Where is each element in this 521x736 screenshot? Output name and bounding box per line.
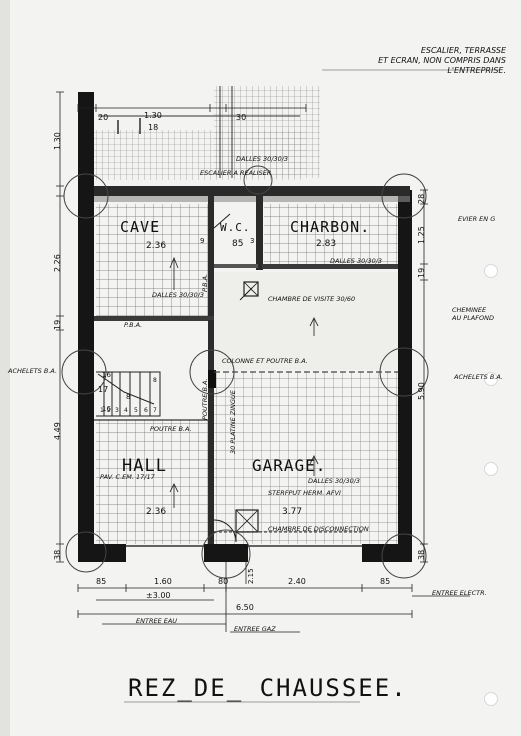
binder-hole — [484, 692, 498, 706]
dim-right-3: 19 — [417, 267, 426, 278]
header-note: ESCALIER, TERRASSE ET ECRAN, NON COMPRIS… — [378, 46, 506, 75]
stair-top-dim: 16 — [102, 371, 111, 379]
dim-left-2: 2.26 — [53, 254, 62, 272]
dim-right-5: 38 — [417, 549, 426, 560]
dim-bottom-sub: ±3.00 — [146, 591, 171, 600]
dim-bottom-2: 1.60 — [154, 577, 172, 586]
room-charbon-label: CHARBON. — [290, 218, 371, 236]
dim-left-4: 4.49 — [53, 422, 62, 440]
dim-top-2: 18 — [148, 123, 159, 132]
note-dalles-charbon: DALLES 30/30/3 — [330, 257, 383, 265]
room-garage-area: 3.77 — [282, 507, 303, 517]
note-poutre-ba: POUTRE B.A. — [150, 425, 192, 433]
note-dalles-cave: DALLES 30/30/3 — [152, 291, 205, 299]
stair-step: 4 — [124, 407, 128, 414]
room-hall-area: 2.36 — [146, 507, 167, 517]
stair-step: 2 — [107, 407, 111, 414]
note-achelets-left: ACHELETS B.A. — [8, 367, 58, 375]
note-cheminee: CHEMINEE AU PLAFOND — [452, 306, 494, 322]
room-garage-label: GARAGE. — [252, 456, 327, 475]
hall-floor — [96, 420, 210, 544]
dim-right-1: 28 — [417, 193, 426, 204]
room-cave-area: 2.36 — [146, 241, 167, 251]
wall-bottom-left — [78, 544, 126, 562]
stair-step: 5 — [134, 407, 138, 414]
stair-step: 7 — [153, 407, 157, 414]
garage-floor — [214, 372, 400, 544]
room-wc-area: 85 — [232, 239, 244, 249]
wall-cave-wc — [208, 196, 214, 320]
note-evier: EVIER EN G — [458, 215, 496, 223]
wall-bottom-right — [362, 544, 412, 562]
note-cote-garage: 30 PLATINE ZINGUE — [229, 390, 237, 454]
room-hall-label: HALL — [122, 456, 167, 476]
wall-hall-garage — [208, 320, 214, 544]
dim-right-4: 5.90 — [417, 382, 426, 400]
chambre-visite — [243, 281, 259, 297]
dim-left-6: 17 — [98, 385, 109, 394]
dim-left-1: 1.30 — [53, 132, 62, 150]
wc-dim: 9 — [200, 237, 205, 245]
charbon-floor — [264, 204, 398, 266]
binder-hole — [484, 372, 498, 386]
binder-hole — [484, 462, 498, 476]
note-pav-hall: PAV. C.EM. 17/17 — [100, 473, 155, 481]
note-chambre-disconnection: CHAMBRE DE DISCONNECTION — [268, 525, 369, 533]
wall-charbon-bottom — [262, 264, 398, 269]
dim-bottom-3: 80 — [218, 577, 229, 586]
dim-right-2: 1.25 — [417, 226, 426, 244]
note-dalles-top: DALLES 30/30/3 — [236, 155, 289, 163]
note-entree-gaz: ENTREE GAZ — [234, 625, 276, 633]
dim-top-left: 20 — [98, 113, 109, 122]
dim-bottom-1: 85 — [96, 577, 107, 586]
dim-top-3: 30 — [236, 113, 247, 122]
drawing-title: REZ_DE_ CHAUSSEE. — [128, 674, 408, 702]
dim-left-3: 19 — [53, 319, 62, 330]
note-pba-vertical: P.B.A. — [201, 273, 209, 292]
note-achelets-right: ACHELETS B.A. — [454, 373, 504, 381]
dim-bottom-5: 85 — [380, 577, 391, 586]
note-chambre-visite: CHAMBRE DE VISITE 30/60 — [268, 295, 356, 303]
note-porte-ba: POUTRE B.A. — [201, 378, 209, 420]
note-entree-elec: ENTREE ELECTR. — [432, 589, 487, 597]
interior-stair — [96, 371, 161, 417]
dim-left-5: 38 — [53, 549, 62, 560]
dim-top-1: 1.30 — [144, 111, 162, 120]
note-escalier: ESCALIER A REALISER — [200, 169, 272, 177]
note-sterfput: STERFPUT HERM. AFVI — [268, 489, 341, 497]
stair-step: 1 — [100, 407, 104, 414]
room-cave-label: CAVE — [120, 218, 161, 236]
cave-floor — [96, 204, 210, 318]
wall-right — [398, 190, 412, 562]
note-pba: P.B.A. — [124, 321, 143, 329]
note-dalles-garage: DALLES 30/30/3 — [308, 477, 361, 485]
wall-wc-charbon — [256, 196, 263, 270]
note-colonne: COLONNE ET POUTRE B.A. — [222, 357, 308, 365]
wall-bottom-mid — [204, 544, 248, 562]
stair-step: 3 — [115, 407, 119, 414]
wall-top — [94, 186, 410, 196]
note-entree-eau: ENTREE EAU — [136, 617, 178, 625]
exterior-stair — [214, 86, 320, 178]
wc-small-dim: 3 — [250, 237, 255, 245]
stair-low-dim: 16 — [102, 405, 111, 413]
wall-left — [78, 92, 94, 562]
room-wc-label: W.C. — [220, 221, 251, 234]
stair-step: 6 — [144, 407, 148, 414]
stair-mid-dim: 8 — [126, 393, 131, 401]
dim-bottom-4: 2.40 — [288, 577, 306, 586]
garage-height-dim: 2.15 — [247, 568, 255, 584]
stair-step: 8 — [153, 377, 157, 384]
wall-cave-bottom — [94, 316, 214, 321]
dim-bottom-total: 6.50 — [236, 603, 254, 612]
binder-hole — [484, 264, 498, 278]
room-charbon-area: 2.83 — [316, 239, 337, 249]
